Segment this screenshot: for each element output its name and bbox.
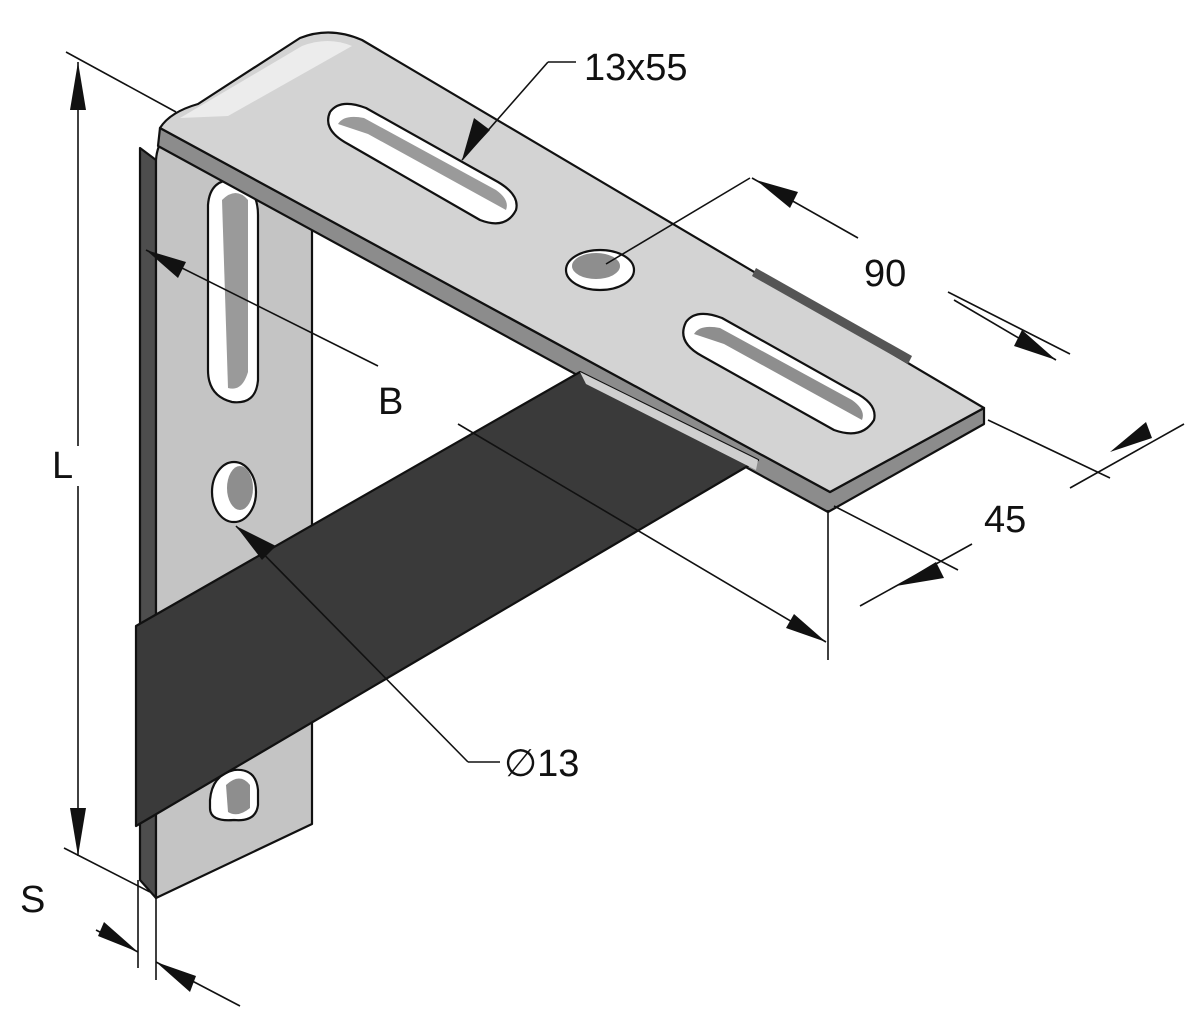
arrow-s-right: [156, 962, 196, 992]
dimension-hole: ∅13: [235, 525, 579, 785]
arm-hole-shadow: [572, 253, 620, 279]
dimension-s: S: [20, 879, 241, 1007]
horizontal-arm: [156, 31, 986, 514]
arrow-s-left: [98, 922, 138, 952]
label-b: B: [378, 381, 403, 423]
arrow-45-top: [1110, 422, 1152, 452]
arrow-l-bottom: [70, 808, 86, 856]
dimension-b: B: [145, 249, 829, 660]
arm-slot-upper-shadow: [338, 116, 507, 210]
arrow-45-bottom: [896, 562, 944, 586]
dimension-45: 45: [833, 419, 1185, 607]
dimension-90: 90: [605, 177, 1071, 361]
arrow-b-left: [146, 250, 186, 278]
arrow-l-top: [70, 62, 86, 110]
arrow-90-left: [756, 180, 798, 208]
bend-highlight: [180, 41, 352, 118]
dimension-slot: 13x55: [461, 47, 688, 161]
arrow-slot: [462, 118, 490, 160]
label-s: S: [20, 879, 45, 921]
stiffener-top-edge: [580, 372, 758, 470]
dimension-l: L: [52, 51, 177, 893]
arm-lug: [752, 268, 912, 364]
label-slot: 13x55: [584, 47, 688, 89]
arrow-b-right: [786, 614, 826, 642]
vertical-slot-lower-shadow: [226, 778, 250, 815]
label-45: 45: [984, 499, 1026, 541]
vertical-hole-shadow: [227, 466, 253, 510]
arrow-hole: [236, 526, 276, 560]
vertical-slot-upper-shadow: [222, 193, 248, 389]
label-l: L: [52, 445, 73, 487]
label-90: 90: [864, 253, 906, 295]
arrow-90-right: [1014, 330, 1056, 360]
label-hole: ∅13: [504, 743, 579, 785]
arm-slot-lower-shadow: [694, 326, 863, 420]
